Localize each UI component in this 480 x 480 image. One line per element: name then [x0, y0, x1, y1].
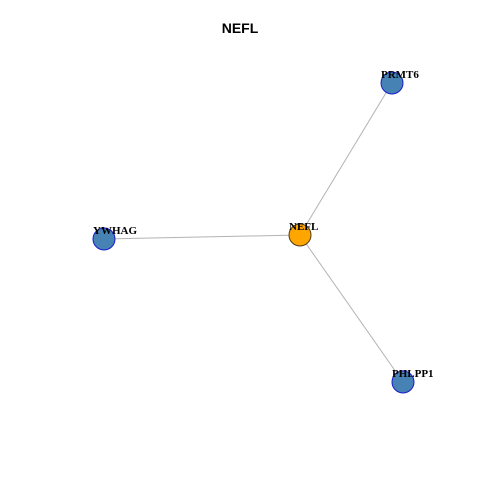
nodes-layer: [92, 71, 415, 394]
edges-layer: [103, 82, 404, 383]
node-ywhag: [92, 227, 116, 251]
node-label-prmt6: PRMT6: [381, 69, 419, 81]
edge-nefl-prmt6: [299, 82, 393, 236]
node-label-nefl: NEFL: [289, 221, 318, 233]
node-label-phlpp1: PHLPP1: [392, 368, 434, 380]
node-nefl: [288, 223, 312, 247]
edge-nefl-phlpp1: [299, 234, 404, 383]
node-prmt6: [380, 71, 404, 95]
node-label-ywhag: YWHAG: [93, 225, 137, 237]
node-phlpp1: [391, 370, 415, 394]
diagram-title: NEFL: [221, 20, 259, 36]
edge-nefl-ywhag: [103, 234, 301, 240]
